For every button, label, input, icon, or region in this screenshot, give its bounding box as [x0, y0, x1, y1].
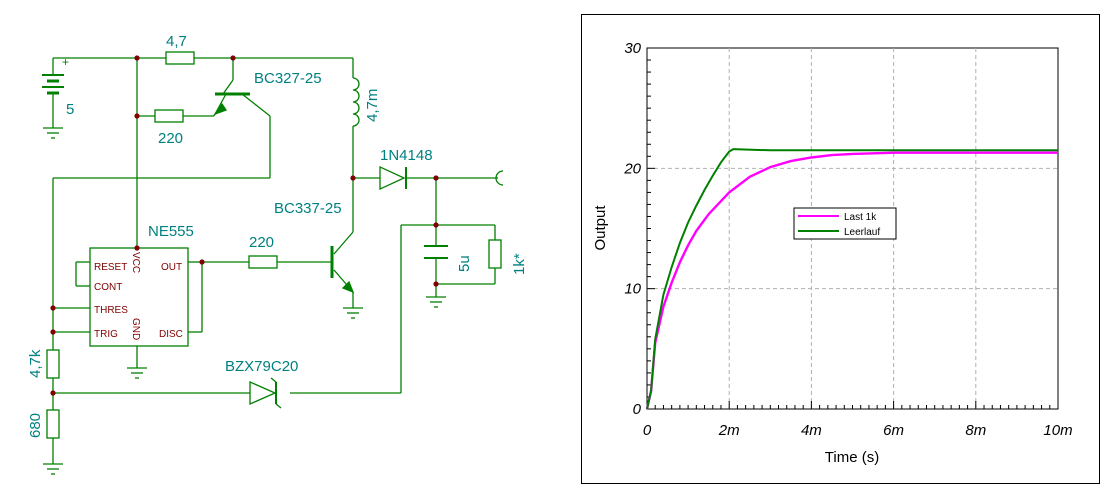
pin-thres: THRES	[94, 305, 128, 316]
series-line-0	[645, 151, 1058, 410]
pin-gnd: GND	[130, 318, 141, 340]
pin-reset: RESET	[94, 262, 127, 273]
x-tick-label: 8m	[965, 422, 986, 439]
pin-trig: TRIG	[94, 329, 118, 340]
x-tick-label: 2m	[718, 422, 740, 439]
label-battery: 5	[66, 101, 74, 118]
series-lines	[645, 148, 1058, 410]
label-npn: BC337-25	[274, 200, 342, 217]
y-tick-label: 0	[633, 401, 642, 418]
grid	[647, 48, 1058, 409]
label-pnp: BC327-25	[254, 70, 322, 87]
label-r-load: 1k*	[511, 253, 528, 275]
pin-disc: DISC	[159, 329, 183, 340]
x-tick-label: 10m	[1043, 422, 1072, 439]
y-tick-label: 30	[624, 40, 641, 57]
x-axis-label: Time (s)	[825, 449, 879, 466]
pin-out: OUT	[161, 262, 182, 273]
label-r-gate: 220	[249, 234, 274, 251]
label-r-base: 220	[158, 130, 183, 147]
wires	[42, 51, 504, 475]
output-chart: 0 2m 4m 6m 8m 10m 0 10 20 30 Time (s) Output Last…	[592, 40, 1073, 466]
junctions	[50, 55, 439, 396]
label-r-top: 4,7	[166, 33, 187, 50]
x-tick-label: 6m	[883, 422, 904, 439]
y-tick-label: 10	[624, 281, 641, 298]
legend-box	[793, 207, 897, 240]
y-tick-label: 20	[623, 160, 641, 177]
label-ic: NE555	[148, 223, 194, 240]
label-diode: 1N4148	[380, 147, 433, 164]
axis-ticks: 0 2m 4m 6m 8m 10m 0 10 20 30	[623, 40, 1072, 439]
legend-label-last-1k: Last 1k	[844, 212, 877, 223]
legend-label-leerlauf: Leerlauf	[844, 227, 880, 238]
label-inductor: 4,7m	[364, 89, 381, 122]
legend: Last 1k Leerlauf	[793, 207, 897, 240]
circuit-schematic: 4,7 220 BC327-25 5 1N4148 BC337-25 NE555…	[27, 33, 528, 475]
label-r-div-bot: 680	[27, 413, 44, 438]
pin-cont: CONT	[94, 282, 122, 293]
label-zener: BZX79C20	[225, 358, 298, 375]
series-line-1	[646, 148, 1058, 410]
label-r-div-top: 4,7k	[27, 349, 44, 378]
x-tick-label: 4m	[801, 422, 822, 439]
y-axis-label: Output	[592, 205, 609, 251]
x-tick-label: 0	[643, 422, 652, 439]
pin-vcc: VCC	[130, 252, 141, 273]
plot-frame: 0 2m 4m 6m 8m 10m 0 10 20 30 Time (s) Output Last…	[581, 14, 1100, 484]
ic-555-body	[89, 247, 189, 347]
label-cap: 5u	[456, 255, 473, 272]
battery-plus-sign: +	[62, 55, 69, 69]
